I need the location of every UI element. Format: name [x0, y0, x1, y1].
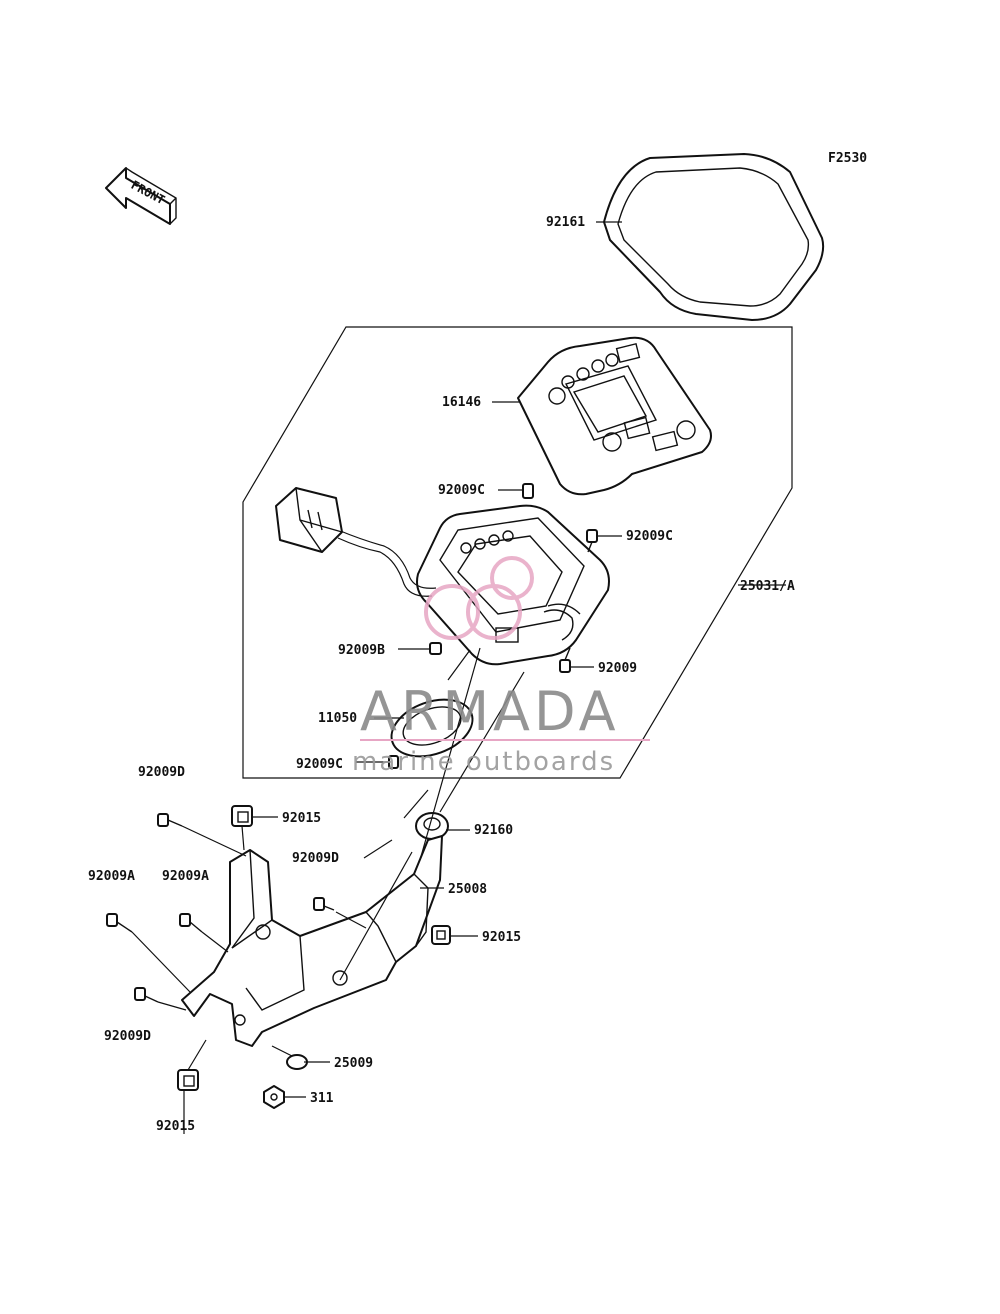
- bracket-ring: [390, 698, 474, 758]
- label-92160: 92160: [474, 823, 513, 838]
- screw-92009C-right: [586, 529, 598, 553]
- bolt-92009D-mid: [313, 897, 335, 911]
- leader-lines: [131, 221, 786, 1134]
- part-labels: 92161 16146 92009C 92009C 25031/A 92009B…: [88, 215, 795, 1134]
- label-25009: 25009: [334, 1056, 373, 1071]
- clip-92015-top: [231, 805, 253, 827]
- nut-311: [263, 1085, 285, 1109]
- watermark-brand: ARMADA: [360, 680, 620, 743]
- label-92015-top: 92015: [282, 811, 321, 826]
- meter-unit: [275, 487, 610, 666]
- bolt-92009D-bottom: [134, 987, 159, 1003]
- lower-bracket: [181, 835, 443, 1047]
- assembly-outline: [242, 326, 793, 779]
- label-16146: 16146: [442, 395, 481, 410]
- screw-92009C-top: [522, 483, 534, 499]
- label-11050: 11050: [318, 711, 357, 726]
- front-arrow-icon: FRONT: [105, 167, 177, 225]
- screw-92009: [559, 647, 571, 673]
- armada-logo-icon: [424, 556, 534, 640]
- label-92009D-mid: 92009D: [292, 851, 339, 866]
- label-92009A-right: 92009A: [162, 869, 209, 884]
- label-92009C-top: 92009C: [438, 483, 485, 498]
- label-92009D-top: 92009D: [138, 765, 185, 780]
- label-92009C-bottom: 92009C: [296, 757, 343, 772]
- clip-92015-bottom: [177, 1069, 199, 1091]
- meter-cover: [517, 336, 712, 496]
- label-92009C-right: 92009C: [626, 529, 673, 544]
- watermark-tagline: marine outboards: [352, 747, 615, 777]
- label-25008: 25008: [448, 882, 487, 897]
- clip-92015-right: [431, 925, 451, 945]
- figure-code: F2530: [828, 151, 867, 166]
- bolt-92009A-left: [106, 913, 133, 933]
- label-92161: 92161: [546, 215, 585, 230]
- label-92009B: 92009B: [338, 643, 385, 658]
- bolt-92009A-right: [179, 913, 203, 933]
- bezel-gasket: [603, 153, 825, 321]
- watermark: ARMADA marine outboards: [352, 556, 650, 777]
- label-92009: 92009: [598, 661, 637, 676]
- bolt-92009D-top: [157, 813, 183, 827]
- label-311: 311: [310, 1091, 334, 1106]
- label-92009D-bottom: 92009D: [104, 1029, 151, 1044]
- label-92015-right: 92015: [482, 930, 521, 945]
- screw-92009C-bottom: [388, 755, 399, 769]
- label-25031A: 25031/A: [740, 579, 795, 594]
- label-92015-bottom: 92015: [156, 1119, 195, 1134]
- label-92009A-left: 92009A: [88, 869, 135, 884]
- screw-92009B: [429, 642, 442, 655]
